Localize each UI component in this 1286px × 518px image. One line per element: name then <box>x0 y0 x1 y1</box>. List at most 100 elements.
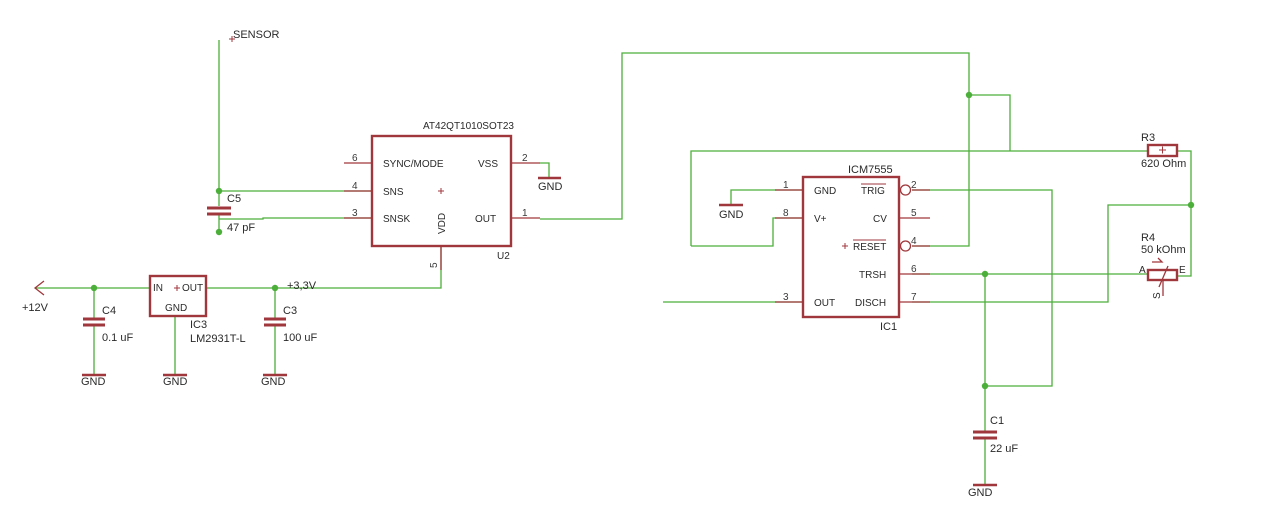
ic3-name: IC3 <box>190 319 207 331</box>
c3-name: C3 <box>283 305 297 317</box>
ic1-value: ICM7555 <box>848 164 893 176</box>
ic1-pin-gnd: GND <box>814 186 836 197</box>
v12-label: +12V <box>22 302 49 314</box>
wire-c5-snsk <box>219 217 372 220</box>
r4-pin-s: S <box>1152 292 1163 299</box>
wire-disch <box>912 204 1191 303</box>
resistor-body <box>1146 143 1179 158</box>
wire-junction-r3 <box>969 94 1011 151</box>
gnd-label: GND <box>968 487 993 499</box>
c4-value: 0.1 uF <box>102 332 133 344</box>
wire-vss-gnd <box>540 162 550 178</box>
ic1-pin-number: 7 <box>911 292 917 303</box>
c5-value: 47 pF <box>227 222 255 234</box>
u2-chip: SYNC/MODE SNS SNSK VSS OUT VDD 6 4 3 2 1… <box>344 121 540 270</box>
ic3-regulator: IN OUT GND IC3 LM2931T-L <box>148 274 246 345</box>
ic3-value: LM2931T-L <box>190 333 246 345</box>
c3-value: 100 uF <box>283 332 318 344</box>
ic1-name: IC1 <box>880 321 897 333</box>
sensor-label: SENSOR <box>233 29 280 41</box>
ic1-pin-number: 6 <box>911 264 917 275</box>
junction-dot <box>215 228 223 236</box>
inversion-bubble <box>899 184 912 196</box>
potentiometer-r4: R4 50 kOhm A E S <box>1139 232 1186 299</box>
junction-dot <box>965 91 973 99</box>
u2-pin-vss: VSS <box>478 159 498 170</box>
gnd-label: GND <box>538 181 563 193</box>
u2-pin-number: 4 <box>352 181 358 192</box>
v33-label: +3,3V <box>287 280 317 292</box>
u2-pin-number: 5 <box>429 262 440 268</box>
u2-pin-number: 2 <box>522 153 528 164</box>
capacitor-c1: C1 22 uF <box>973 415 1018 455</box>
ic1-pin-trig: TRIG <box>861 186 885 197</box>
wire-trig <box>912 189 1053 387</box>
gnd-label: GND <box>719 209 744 221</box>
r4-name: R4 <box>1141 232 1155 244</box>
ic1-pin-cv: CV <box>873 214 887 225</box>
supply-arrow-icon <box>33 280 45 296</box>
ic1-pin-number: 4 <box>911 236 917 247</box>
c1-name: C1 <box>990 415 1004 427</box>
gnd-label: GND <box>81 376 106 388</box>
ic1-pin-number: 2 <box>911 180 917 191</box>
ic1-pin-disch: DISCH <box>855 298 886 309</box>
r4-pin-a: A <box>1139 265 1146 276</box>
u2-pin-sns: SNS <box>383 187 404 198</box>
ic1-pin-vplus: V+ <box>814 214 827 225</box>
capacitor-c3: C3 100 uF <box>264 305 318 344</box>
c1-value: 22 uF <box>990 443 1018 455</box>
ic1-pin-out: OUT <box>814 298 835 309</box>
ic1-pin-number: 3 <box>783 292 789 303</box>
u2-pin-number: 6 <box>352 153 358 164</box>
capacitor-c4: C4 0.1 uF <box>83 305 133 344</box>
junction-dot <box>215 187 223 195</box>
wire-vplus <box>691 217 803 247</box>
gnd-label: GND <box>261 376 286 388</box>
c4-name: C4 <box>102 305 116 317</box>
junction-dot <box>90 284 98 292</box>
ic1-body <box>801 175 901 319</box>
wire-r3-right <box>1177 150 1192 277</box>
ic1-timer: GND V+ OUT TRIG CV RESET TRSH DISCH 1 8 … <box>775 164 930 333</box>
ic3-pin-in: IN <box>153 283 163 294</box>
ic1-pin-reset: RESET <box>853 242 886 253</box>
wire-u2-out <box>540 52 970 247</box>
u2-pin-number: 3 <box>352 208 358 219</box>
ic3-pin-out: OUT <box>182 283 203 294</box>
gnd-symbols: GND GND GND GND GND GND <box>81 176 997 499</box>
wires <box>35 40 1192 485</box>
wire-ic1-gnd <box>730 189 803 205</box>
resistor-r3: R3 620 Ohm <box>1141 132 1186 170</box>
ic1-pin-number: 8 <box>783 208 789 219</box>
u2-name: U2 <box>497 251 510 262</box>
wire-r3-left <box>690 150 1148 246</box>
u2-pin-sync: SYNC/MODE <box>383 159 444 170</box>
ic1-pin-number: 1 <box>783 180 789 191</box>
ic1-pin-number: 5 <box>911 208 917 219</box>
u2-pin-snsk: SNSK <box>383 214 411 225</box>
junction-dot <box>1187 201 1195 209</box>
pot-arrow-icon <box>1158 265 1169 288</box>
wire-3v3 <box>206 247 442 289</box>
r3-name: R3 <box>1141 132 1155 144</box>
gnd-label: GND <box>163 376 188 388</box>
r4-value: 50 kOhm <box>1141 244 1186 256</box>
ic1-pin-trsh: TRSH <box>859 270 886 281</box>
u2-pin-vdd: VDD <box>437 213 448 234</box>
inversion-bubble <box>899 240 912 252</box>
capacitor-c5: C5 47 pF <box>207 193 255 234</box>
junction-dot <box>271 284 279 292</box>
pot-arrow-icon <box>1152 257 1164 263</box>
junction-dot <box>981 382 989 390</box>
wire-sensor-sns <box>218 40 372 192</box>
ic3-pin-gnd: GND <box>165 303 187 314</box>
junction-dot <box>981 270 989 278</box>
u2-pin-out: OUT <box>475 214 496 225</box>
u2-value: AT42QT1010SOT23 <box>423 121 514 132</box>
r3-value: 620 Ohm <box>1141 158 1186 170</box>
r4-pin-e: E <box>1179 265 1186 276</box>
u2-pin-number: 1 <box>522 208 528 219</box>
